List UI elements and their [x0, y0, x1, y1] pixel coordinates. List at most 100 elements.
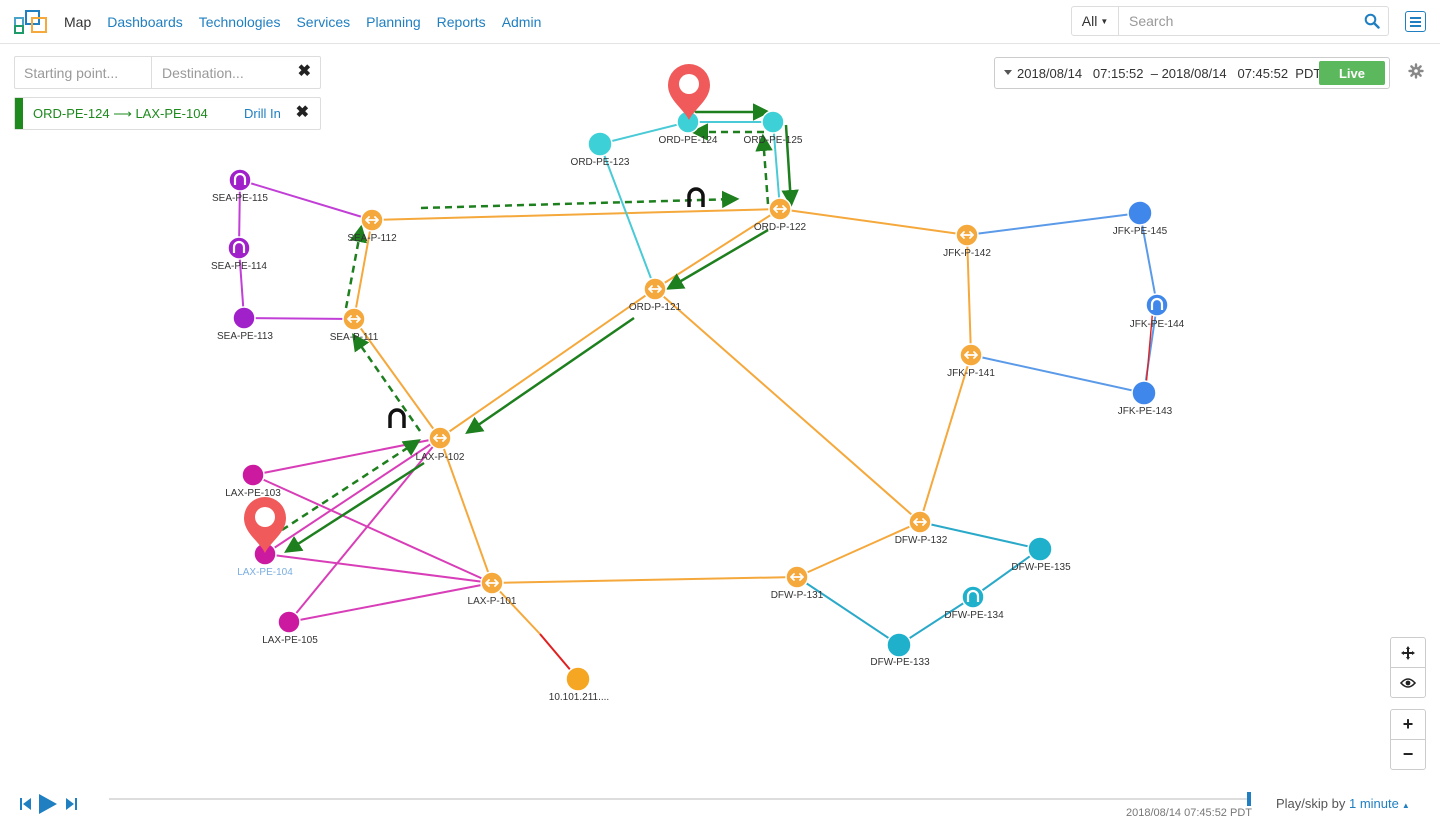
node-dfw-pe-135[interactable]: DFW-PE-135 — [1011, 536, 1071, 573]
skip-value[interactable]: 1 minute — [1349, 796, 1399, 811]
search-box: All▼ — [1071, 6, 1389, 36]
chevron-up-icon: ▲ — [1401, 801, 1410, 810]
node-dfw-pe-133[interactable]: DFW-PE-133 — [870, 632, 930, 668]
svg-text:ORD-PE-124: ORD-PE-124 — [659, 135, 718, 146]
node-sea-p-111[interactable]: SEA-P-111 — [330, 307, 379, 343]
svg-text:LAX-P-102: LAX-P-102 — [416, 452, 465, 463]
app-logo-icon[interactable] — [13, 10, 49, 34]
search-icon[interactable] — [1364, 13, 1380, 29]
node-external-ip[interactable]: 10.101.211.... — [549, 666, 609, 703]
node-sea-pe-113[interactable]: SEA-PE-113 — [217, 306, 273, 342]
svg-text:SEA-PE-113: SEA-PE-113 — [217, 331, 273, 342]
svg-text:DFW-PE-133: DFW-PE-133 — [870, 657, 930, 668]
clear-route-icon[interactable]: ✖ — [297, 63, 311, 80]
svg-text:DFW-PE-135: DFW-PE-135 — [1011, 562, 1071, 573]
drill-in-link[interactable]: Drill In — [244, 106, 281, 121]
svg-text:JFK-PE-143: JFK-PE-143 — [1118, 406, 1173, 417]
starting-point-input[interactable] — [15, 57, 152, 88]
node-ord-p-121[interactable]: ORD-P-121 — [629, 277, 682, 313]
link-degraded[interactable] — [1145, 306, 1154, 388]
lax-links[interactable] — [252, 437, 493, 623]
chevron-down-icon: ▼ — [1100, 16, 1109, 26]
svg-text:JFK-PE-144: JFK-PE-144 — [1130, 319, 1185, 330]
node-jfk-p-142[interactable]: JFK-P-142 — [943, 223, 991, 259]
skip-interval-selector[interactable]: Play/skip by 1 minute▲ — [1276, 796, 1410, 811]
svg-text:JFK-P-141: JFK-P-141 — [947, 368, 995, 379]
nav-map[interactable]: Map — [64, 13, 92, 30]
path-label: ORD-PE-124 ⟶ LAX-PE-104 — [33, 106, 208, 121]
main-nav: Map Dashboards Technologies Services Pla… — [64, 0, 557, 43]
node-ord-pe-124[interactable]: ORD-PE-124 — [659, 110, 718, 146]
svg-text:DFW-P-132: DFW-P-132 — [895, 535, 948, 546]
eye-icon — [1400, 677, 1416, 688]
live-button[interactable]: Live — [1319, 61, 1385, 85]
recenter-button[interactable] — [1391, 638, 1425, 667]
node-sea-p-112[interactable]: SEA-P-112 — [347, 208, 397, 244]
nav-admin[interactable]: Admin — [501, 13, 542, 30]
node-sea-pe-115[interactable]: SEA-PE-115 — [212, 168, 268, 204]
playback-timeline: 2018/08/14 07:45:52 PDT Play/skip by 1 m… — [0, 780, 1440, 827]
node-dfw-p-131[interactable]: DFW-P-131 — [771, 565, 824, 601]
nav-dashboards[interactable]: Dashboards — [107, 13, 183, 30]
node-jfk-pe-143[interactable]: JFK-PE-143 — [1118, 380, 1173, 417]
svg-text:LAX-PE-103: LAX-PE-103 — [225, 488, 281, 499]
node-dfw-pe-134[interactable]: DFW-PE-134 — [944, 585, 1004, 621]
zoom-out-button[interactable]: − — [1391, 739, 1425, 769]
svg-text:JFK-P-142: JFK-P-142 — [943, 248, 991, 259]
jfk-links[interactable] — [966, 212, 1158, 394]
node-lax-p-102[interactable]: LAX-P-102 — [416, 426, 465, 463]
nav-planning[interactable]: Planning — [366, 13, 421, 30]
nav-technologies[interactable]: Technologies — [198, 13, 281, 30]
crosshair-icon — [1401, 645, 1415, 660]
timeline-current-time: 2018/08/14 07:45:52 PDT — [1126, 807, 1252, 819]
timeline-track[interactable] — [109, 798, 1250, 800]
node-jfk-pe-144[interactable]: JFK-PE-144 — [1130, 293, 1185, 330]
node-lax-p-101[interactable]: LAX-P-101 — [468, 571, 517, 607]
node-dfw-p-132[interactable]: DFW-P-132 — [895, 510, 948, 546]
node-ord-p-122[interactable]: ORD-P-122 — [754, 197, 807, 233]
gear-icon[interactable] — [1408, 63, 1424, 79]
path-reverse — [281, 123, 773, 532]
search-scope-dropdown[interactable]: All▼ — [1072, 7, 1119, 35]
path-color-indicator — [15, 98, 23, 129]
visibility-button[interactable] — [1391, 667, 1425, 697]
skip-forward-icon[interactable] — [66, 798, 77, 810]
search-input[interactable] — [1119, 7, 1359, 35]
chevron-down-icon[interactable] — [1004, 70, 1012, 75]
close-path-icon[interactable]: ✖ — [295, 104, 309, 121]
svg-text:ORD-PE-125: ORD-PE-125 — [744, 135, 803, 146]
play-icon[interactable] — [39, 794, 57, 814]
network-map[interactable]: SEA-PE-115 SEA-PE-114 SEA-PE-113 SEA-P-1… — [0, 44, 1440, 780]
svg-text:LAX-PE-105: LAX-PE-105 — [262, 635, 318, 646]
svg-text:DFW-PE-134: DFW-PE-134 — [944, 610, 1004, 621]
node-jfk-pe-145[interactable]: JFK-PE-145 — [1113, 200, 1168, 237]
zoom-in-button[interactable]: + — [1402, 714, 1414, 734]
node-ord-pe-125[interactable]: ORD-PE-125 — [744, 110, 803, 146]
nav-services[interactable]: Services — [296, 13, 351, 30]
route-finder: ✖ — [14, 56, 321, 89]
timeline-handle[interactable] — [1247, 792, 1251, 806]
map-view-controls — [1390, 637, 1426, 698]
zoom-controls: + − — [1390, 709, 1426, 770]
node-lax-pe-105[interactable]: LAX-PE-105 — [262, 610, 318, 646]
svg-text:ORD-P-122: ORD-P-122 — [754, 222, 807, 233]
node-lax-pe-103[interactable]: LAX-PE-103 — [225, 463, 281, 499]
svg-text:JFK-PE-145: JFK-PE-145 — [1113, 226, 1168, 237]
nav-reports[interactable]: Reports — [436, 13, 486, 30]
ord-links[interactable] — [599, 121, 781, 290]
destination-input[interactable] — [153, 57, 293, 88]
skip-label: Play/skip by — [1276, 796, 1346, 811]
dfw-links[interactable] — [796, 521, 1041, 646]
hamburger-menu-icon[interactable] — [1405, 11, 1426, 32]
svg-text:LAX-PE-104: LAX-PE-104 — [237, 567, 293, 578]
node-ord-pe-123[interactable]: ORD-PE-123 — [571, 131, 630, 168]
search-scope-label: All — [1081, 13, 1098, 29]
node-jfk-p-141[interactable]: JFK-P-141 — [947, 343, 995, 379]
skip-back-icon[interactable] — [20, 798, 31, 810]
svg-text:ORD-P-121: ORD-P-121 — [629, 302, 682, 313]
backbone-links[interactable] — [353, 208, 972, 635]
svg-text:ORD-PE-123: ORD-PE-123 — [571, 157, 630, 168]
top-navbar: Map Dashboards Technologies Services Pla… — [0, 0, 1440, 44]
time-range-selector[interactable]: 2018/08/14 07:15:52 – 2018/08/14 07:45:5… — [994, 57, 1390, 89]
node-sea-pe-114[interactable]: SEA-PE-114 — [211, 236, 267, 272]
